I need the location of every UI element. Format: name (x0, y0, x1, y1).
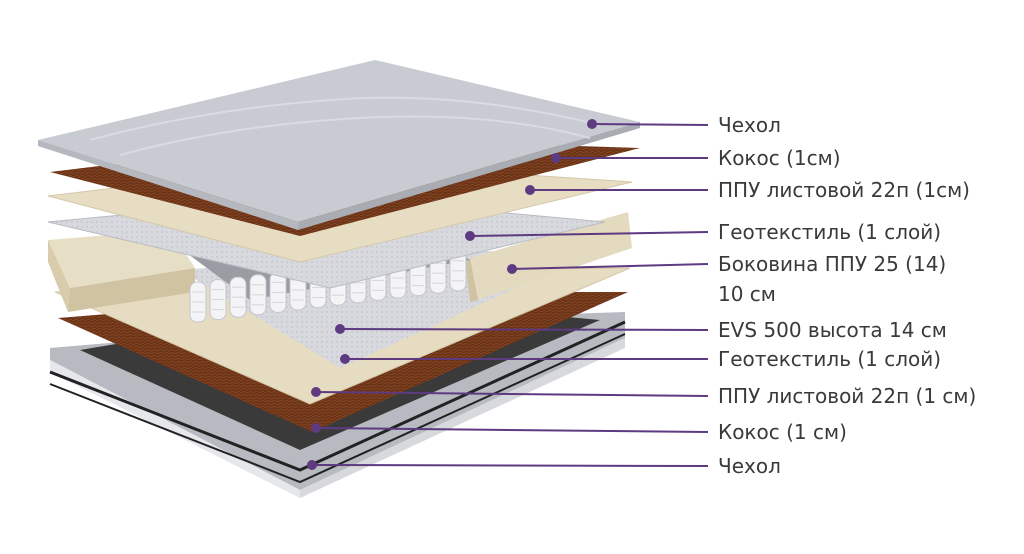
layer-label: 10 см (718, 282, 776, 306)
leader-line (469, 231, 709, 237)
leader-dot (307, 460, 317, 470)
leader-dot (335, 324, 345, 334)
layer-label: ППУ листовой 22п (1 см) (718, 384, 977, 408)
leader-dot (551, 153, 561, 163)
layer-label: EVS 500 высота 14 см (718, 318, 947, 342)
leader-dot (525, 185, 535, 195)
leader-dot (311, 387, 321, 397)
leader-dot (311, 423, 321, 433)
layer-label: ППУ листовой 22п (1см) (718, 178, 970, 202)
layer-label: Геотекстиль (1 слой) (718, 220, 942, 244)
layer-label: Кокос (1см) (718, 146, 841, 170)
leader-dot (465, 231, 475, 241)
leader-line (339, 328, 709, 331)
leader-line (511, 263, 709, 270)
layer-label: Чехол (718, 454, 781, 478)
top-cover-layer (38, 60, 640, 230)
leader-line (591, 123, 709, 126)
leader-lines (307, 119, 709, 470)
leader-dot (507, 264, 517, 274)
leader-line (315, 427, 709, 433)
layer-label: Геотекстиль (1 слой) (718, 347, 942, 371)
layer-label: Чехол (718, 113, 781, 137)
layer-label: Боковина ППУ 25 (14) (718, 252, 947, 276)
leader-dot (340, 354, 350, 364)
leader-dot (587, 119, 597, 129)
leader-line (311, 464, 709, 467)
layer-label: Кокос (1 см) (718, 420, 847, 444)
leader-line (315, 391, 709, 397)
side-foam-blocks (48, 212, 632, 312)
